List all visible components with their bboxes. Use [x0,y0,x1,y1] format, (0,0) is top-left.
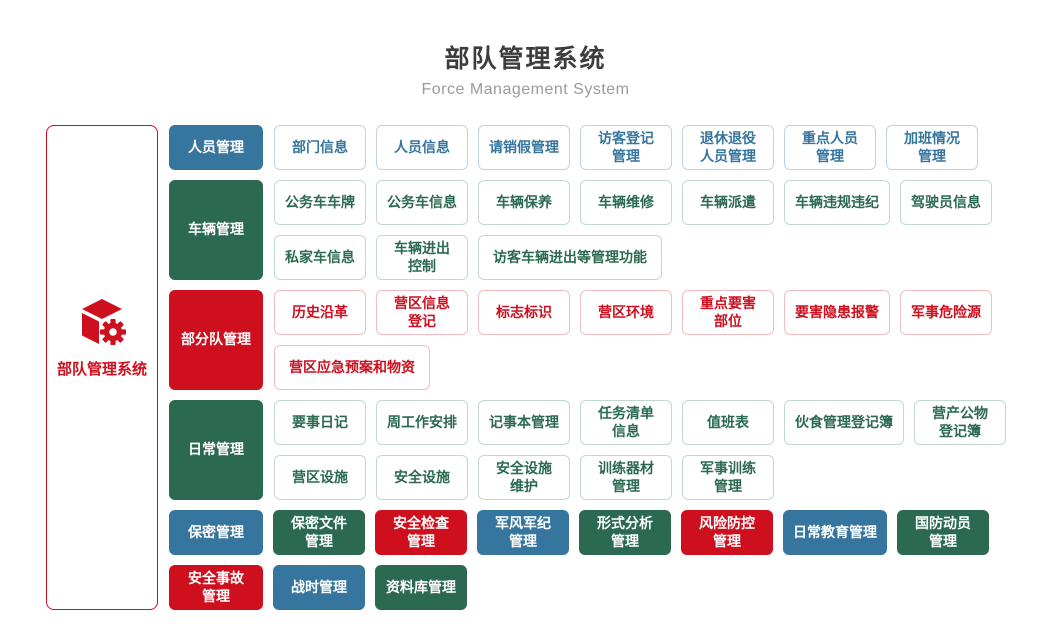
module-item[interactable]: 访客车辆进出等管理功能 [478,235,662,280]
module-item[interactable]: 车辆派遣 [682,180,774,225]
root-label: 部队管理系统 [56,361,147,378]
group-items-subunits: 历史沿革营区信息 登记标志标识营区环境重点要害 部位要害隐患报警军事危险源营区应… [274,290,992,390]
module-tile[interactable]: 战时管理 [273,565,365,610]
page-subtitle: Force Management System [421,81,630,98]
diagram: 部队管理系统 人员管理部门信息人员信息请销假管理访客登记 管理退休退役 人员管理… [46,125,1051,610]
module-item[interactable]: 车辆进出 控制 [376,235,468,280]
page-header: 部队管理系统 Force Management System [0,0,1051,99]
module-tile[interactable]: 军风军纪 管理 [477,510,569,555]
module-item[interactable]: 周工作安排 [376,400,468,445]
module-item[interactable]: 车辆维修 [580,180,672,225]
module-tile[interactable]: 保密文件 管理 [273,510,365,555]
items-line: 要事日记周工作安排记事本管理任务清单 信息值班表伙食管理登记簿营产公物 登记簿 [274,400,1006,445]
category-personnel[interactable]: 人员管理 [169,125,263,170]
items-line: 营区设施安全设施安全设施 维护训练器材 管理军事训练 管理 [274,455,1006,500]
category-daily[interactable]: 日常管理 [169,400,263,500]
category-vehicles[interactable]: 车辆管理 [169,180,263,280]
force-management-diagram: 部队管理系统 Force Management System [0,0,1051,610]
group-items-vehicles: 公务车车牌公务车信息车辆保养车辆维修车辆派遣车辆违规违纪驾驶员信息私家车信息车辆… [274,180,992,280]
module-item[interactable]: 要事日记 [274,400,366,445]
module-item[interactable]: 营区应急预案和物资 [274,345,430,390]
module-item[interactable]: 伙食管理登记簿 [784,400,904,445]
group-row-vehicles: 车辆管理公务车车牌公务车信息车辆保养车辆维修车辆派遣车辆违规违纪驾驶员信息私家车… [169,180,1006,280]
group-items-daily: 要事日记周工作安排记事本管理任务清单 信息值班表伙食管理登记簿营产公物 登记簿营… [274,400,1006,500]
group-items-personnel: 部门信息人员信息请销假管理访客登记 管理退休退役 人员管理重点人员 管理加班情况… [274,125,978,170]
diagram-rows: 人员管理部门信息人员信息请销假管理访客登记 管理退休退役 人员管理重点人员 管理… [169,125,1006,610]
module-item[interactable]: 记事本管理 [478,400,570,445]
solid-row: 安全事故 管理战时管理资料库管理 [169,565,1006,610]
module-item[interactable]: 重点要害 部位 [682,290,774,335]
module-item[interactable]: 营区信息 登记 [376,290,468,335]
module-item[interactable]: 标志标识 [478,290,570,335]
items-line: 公务车车牌公务车信息车辆保养车辆维修车辆派遣车辆违规违纪驾驶员信息 [274,180,992,225]
module-tile[interactable]: 国防动员 管理 [897,510,989,555]
module-tile[interactable]: 安全事故 管理 [169,565,263,610]
module-item[interactable]: 军事危险源 [900,290,992,335]
items-line: 历史沿革营区信息 登记标志标识营区环境重点要害 部位要害隐患报警军事危险源 [274,290,992,335]
items-line: 营区应急预案和物资 [274,345,992,390]
module-item[interactable]: 军事训练 管理 [682,455,774,500]
module-item[interactable]: 部门信息 [274,125,366,170]
module-item[interactable]: 训练器材 管理 [580,455,672,500]
module-item[interactable]: 驾驶员信息 [900,180,992,225]
module-item[interactable]: 车辆保养 [478,180,570,225]
module-item[interactable]: 安全设施 [376,455,468,500]
module-item[interactable]: 营区设施 [274,455,366,500]
module-item[interactable]: 加班情况 管理 [886,125,978,170]
module-item[interactable]: 安全设施 维护 [478,455,570,500]
module-item[interactable]: 访客登记 管理 [580,125,672,170]
page-title: 部队管理系统 [444,45,607,73]
group-row-subunits: 部分队管理历史沿革营区信息 登记标志标识营区环境重点要害 部位要害隐患报警军事危… [169,290,1006,390]
module-item[interactable]: 营产公物 登记簿 [914,400,1006,445]
module-item[interactable]: 公务车车牌 [274,180,366,225]
module-tile[interactable]: 保密管理 [169,510,263,555]
module-item[interactable]: 车辆违规违纪 [784,180,890,225]
module-item[interactable]: 要害隐患报警 [784,290,890,335]
root-system-node[interactable]: 部队管理系统 [46,125,158,610]
module-tile[interactable]: 日常教育管理 [783,510,887,555]
module-tile[interactable]: 资料库管理 [375,565,467,610]
items-line: 私家车信息车辆进出 控制访客车辆进出等管理功能 [274,235,992,280]
module-item[interactable]: 公务车信息 [376,180,468,225]
module-item[interactable]: 私家车信息 [274,235,366,280]
cube-gear-icon [82,299,126,345]
module-item[interactable]: 值班表 [682,400,774,445]
module-item[interactable]: 请销假管理 [478,125,570,170]
items-line: 部门信息人员信息请销假管理访客登记 管理退休退役 人员管理重点人员 管理加班情况… [274,125,978,170]
category-subunits[interactable]: 部分队管理 [169,290,263,390]
module-item[interactable]: 营区环境 [580,290,672,335]
module-tile[interactable]: 风险防控 管理 [681,510,773,555]
module-item[interactable]: 历史沿革 [274,290,366,335]
module-item[interactable]: 人员信息 [376,125,468,170]
module-item[interactable]: 重点人员 管理 [784,125,876,170]
group-row-personnel: 人员管理部门信息人员信息请销假管理访客登记 管理退休退役 人员管理重点人员 管理… [169,125,1006,170]
module-item[interactable]: 任务清单 信息 [580,400,672,445]
module-tile[interactable]: 安全检查 管理 [375,510,467,555]
solid-row: 保密管理保密文件 管理安全检查 管理军风军纪 管理形式分析 管理风险防控 管理日… [169,510,1006,555]
module-tile[interactable]: 形式分析 管理 [579,510,671,555]
module-item[interactable]: 退休退役 人员管理 [682,125,774,170]
group-row-daily: 日常管理要事日记周工作安排记事本管理任务清单 信息值班表伙食管理登记簿营产公物 … [169,400,1006,500]
